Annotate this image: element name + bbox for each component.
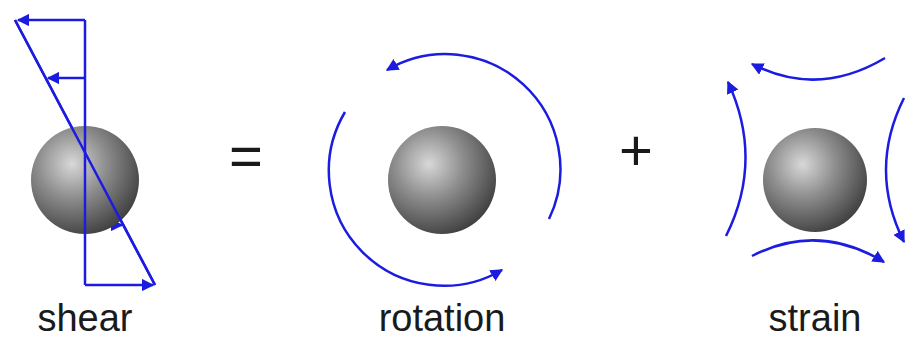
operator-sign: = bbox=[229, 127, 263, 185]
rotation-arrows bbox=[329, 54, 561, 286]
sphere bbox=[31, 126, 139, 234]
operator-sign: + bbox=[619, 121, 653, 179]
sphere bbox=[388, 126, 496, 234]
shear-profile-line bbox=[15, 20, 155, 285]
panel-caption: rotation bbox=[379, 299, 506, 337]
shear-profile bbox=[15, 20, 155, 285]
shear-axis bbox=[84, 126, 87, 234]
panel-caption: shear bbox=[37, 299, 132, 337]
strain-arrows bbox=[726, 58, 904, 262]
sphere bbox=[763, 128, 867, 232]
panel-caption: strain bbox=[769, 299, 862, 337]
